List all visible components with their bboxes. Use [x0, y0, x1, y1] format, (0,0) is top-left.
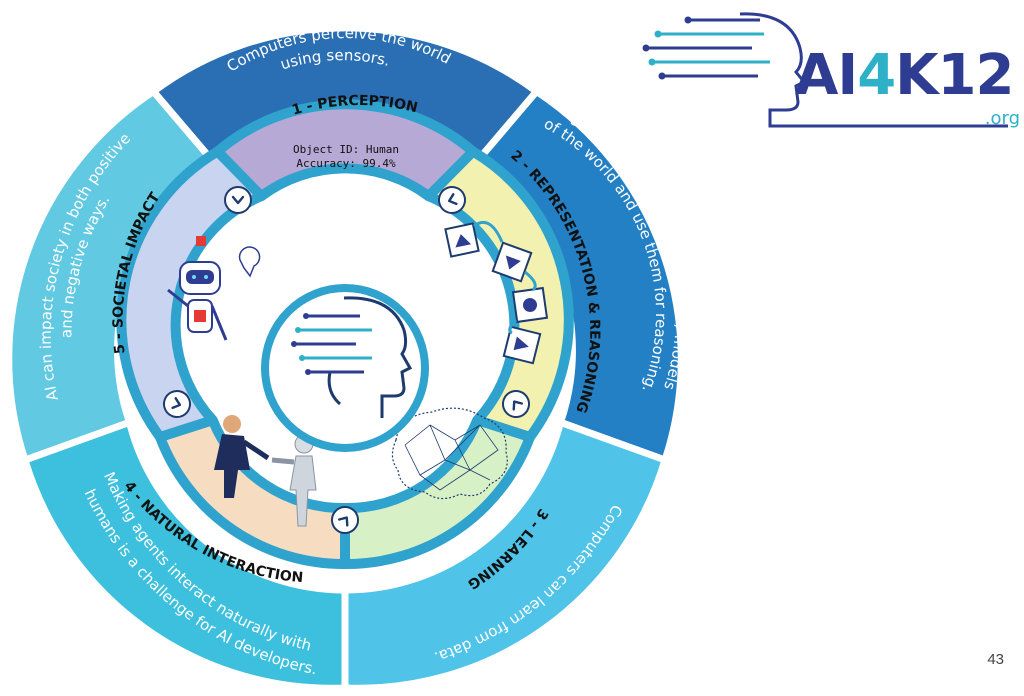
- outer-wedge-natural-interaction: [20, 417, 349, 692]
- page-number: 43: [987, 651, 1004, 668]
- chevron-icons: [163, 186, 530, 534]
- outer-wedge-learning: [341, 417, 670, 692]
- brain-network-icon: [391, 407, 508, 500]
- center-circle: [261, 284, 429, 452]
- logo-head-icon: [642, 12, 1008, 128]
- panel-societal-impact: [116, 146, 267, 442]
- logo-domain: .org: [984, 108, 1020, 129]
- cubes-icon: [444, 221, 549, 365]
- screen-text-line-2: Accuracy: 99.4%: [296, 157, 396, 170]
- chevron-3-icon: [337, 516, 349, 527]
- robot-icon: [167, 236, 261, 341]
- chevron-1-icon: [447, 193, 458, 206]
- panel-perception: [212, 99, 478, 202]
- center-head-icon: [291, 296, 413, 418]
- screen-text-line-1: Object ID: Human: [293, 143, 399, 156]
- chevron-2-icon: [512, 400, 524, 411]
- chevron-5-icon: [231, 195, 245, 205]
- chevron-4-icon: [171, 397, 182, 410]
- ai4k12-logo: AI4K12 .org: [640, 8, 1024, 136]
- inner-panels: [116, 99, 574, 570]
- logo-wordmark: AI4K12: [795, 43, 1014, 108]
